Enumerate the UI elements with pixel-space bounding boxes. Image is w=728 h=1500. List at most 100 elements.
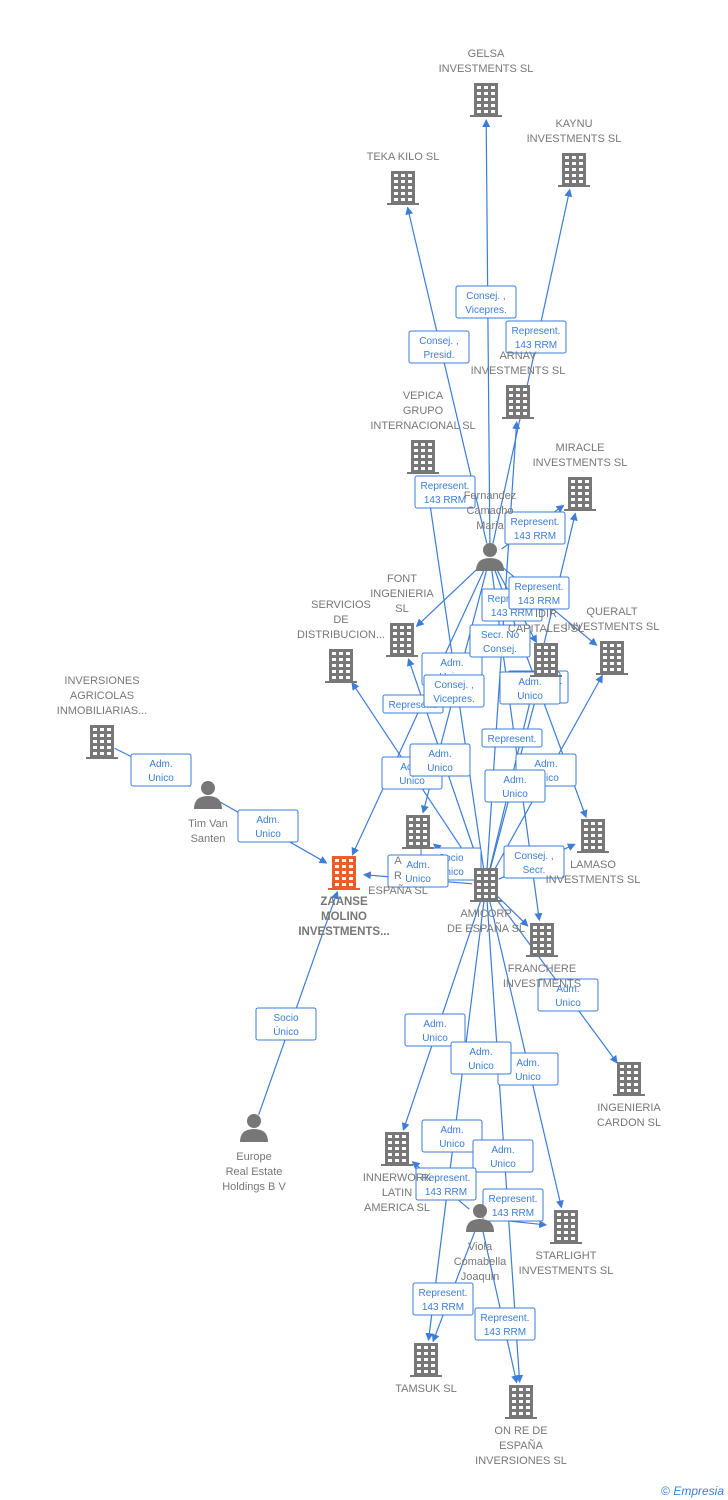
node-inversiones[interactable]: INVERSIONESAGRICOLASINMOBILIARIAS...: [57, 675, 147, 759]
edge-label-fernandez-teka[interactable]: Consej. ,Presid.: [408, 330, 470, 364]
edge-label-text: Adm.: [518, 677, 541, 688]
edge-label-text: Unico: [555, 998, 581, 1009]
edge-label-amicorp-franchere[interactable]: Consej. ,Secr.: [503, 845, 565, 879]
edge-label-fernandez-miracle[interactable]: Adm.Unico: [472, 1139, 534, 1173]
edge-label-text: Socio: [273, 1013, 298, 1024]
edge-viola-onre: [482, 1231, 520, 1384]
building-icon: [558, 153, 590, 187]
edge-label-amicorp-onre[interactable]: Adm.Unico: [450, 1041, 512, 1075]
edge-label-fernandez-anonym[interactable]: Adm.Unico: [409, 743, 471, 777]
edge-label-text: 143 RRM: [422, 1302, 464, 1313]
node-label-starlight: INVESTMENTS SL: [519, 1265, 614, 1277]
node-label-innerwork: AMERICA SL: [364, 1202, 430, 1214]
edge-label-box: [387, 854, 449, 888]
building-icon: [325, 649, 357, 683]
edge-label-text: Vicepres.: [433, 694, 475, 705]
edge-label-box: [455, 285, 517, 319]
node-label-zaanse: MOLINO: [321, 911, 367, 923]
edge-label-box: [237, 809, 299, 843]
building-icon: [387, 171, 419, 205]
edge-label-text: Unico: [517, 691, 543, 702]
edge-label-box: [474, 1307, 536, 1341]
building-icon: [402, 815, 434, 849]
edge-label-viola-tamsuk[interactable]: Represent.143 RRM: [412, 1282, 474, 1316]
edge-label-amicorp-idir[interactable]: Represent.: [481, 728, 543, 748]
node-label-franchere: INVESTMENTS: [503, 978, 581, 990]
edge-label-viola-onre[interactable]: Represent.143 RRM: [474, 1307, 536, 1341]
node-zaanse[interactable]: ZAANSEMOLINOINVESTMENTS...: [298, 856, 390, 938]
node-label-europe: Holdings B V: [222, 1181, 286, 1193]
node-servicios[interactable]: SERVICIOSDEDISTRIBUCION...: [297, 599, 385, 683]
edge-label-amicorp-tamsuk[interactable]: Adm.Unico: [421, 1119, 483, 1153]
edge-label-amicorp-miracle[interactable]: Represent.143 RRM: [504, 511, 566, 545]
building-icon: [530, 643, 562, 677]
edge-label-amicorp-vepica[interactable]: Represent.143 RRM: [414, 475, 476, 509]
edge-label-fernandez-franchere[interactable]: Adm.Unico: [387, 854, 449, 888]
building-icon: [470, 868, 502, 902]
edge-label-fernandez-gelsa[interactable]: Consej. ,Vicepres.: [455, 285, 517, 319]
edge-label-fernandez-kaynu[interactable]: Represent.143 RRM: [505, 320, 567, 354]
node-label-viola: Viola: [468, 1241, 493, 1253]
node-label-queralt: QUERALT: [586, 606, 637, 618]
person-icon: [476, 543, 504, 571]
edge-label-viola-innerwork[interactable]: Represent.143 RRM: [415, 1167, 477, 1201]
building-icon: [502, 385, 534, 419]
edge-label-text: Adm.: [516, 1058, 539, 1069]
node-label-fernandez: Fernandez: [464, 490, 517, 502]
node-label-fernandez: Maria: [476, 520, 504, 532]
edge-label-text: Adm.: [423, 1019, 446, 1030]
edge-label-inversiones-timvan[interactable]: Adm.Unico: [130, 753, 192, 787]
node-label-inversiones: AGRICOLAS: [70, 690, 134, 702]
edge-fernandez-gelsa: [482, 118, 491, 544]
node-label-servicios: DISTRIBUCION...: [297, 629, 385, 641]
edge-label-amicorp-lamaso[interactable]: Adm.Unico: [484, 769, 546, 803]
node-label-font: INGENIERIA: [370, 588, 434, 600]
edge-label-fernandez-font[interactable]: Consej. ,Vicepres.: [423, 674, 485, 708]
node-label-vepica: GRUPO: [403, 405, 444, 417]
node-label-amicorp: DE ESPAÑA SL: [447, 922, 525, 935]
edge-label-text: Presid.: [423, 350, 454, 361]
edge-label-amicorp-ingenieria[interactable]: Adm. Unico: [537, 978, 599, 1012]
edge-label-fernandez-zaanse[interactable]: Adm. Unico: [499, 671, 561, 705]
edge-label-amicorp-innerwork[interactable]: Adm.Unico: [404, 1013, 466, 1047]
edge-label-text: Unico: [515, 1072, 541, 1083]
node-teka[interactable]: TEKA KILO SL: [367, 151, 440, 205]
edge-label-timvan-zaanse[interactable]: Adm.Unico: [237, 809, 299, 843]
person-icon: [240, 1114, 268, 1142]
edge-label-viola-starlight[interactable]: Represent.143 RRM: [482, 1188, 544, 1222]
node-tamsuk[interactable]: TAMSUK SL: [395, 1343, 457, 1395]
empresia-logo[interactable]: Empresia: [673, 1484, 724, 1498]
edge-label-box: [504, 511, 566, 545]
node-label-kaynu: KAYNU: [555, 118, 592, 130]
edge-label-fernandez-lamaso[interactable]: Represent.143 RRM: [508, 576, 570, 610]
edge-label-text: Adm.: [556, 984, 579, 995]
node-label-lamaso: INVESTMENTS SL: [546, 874, 641, 886]
edge-label-text: Vicepres.: [465, 305, 507, 316]
edge-label-box: [472, 1139, 534, 1173]
edge-label-text: Unico: [439, 1139, 465, 1150]
edge-label-text: Adm.: [428, 749, 451, 760]
node-label-ingenieria: INGENIERIA: [597, 1102, 661, 1114]
